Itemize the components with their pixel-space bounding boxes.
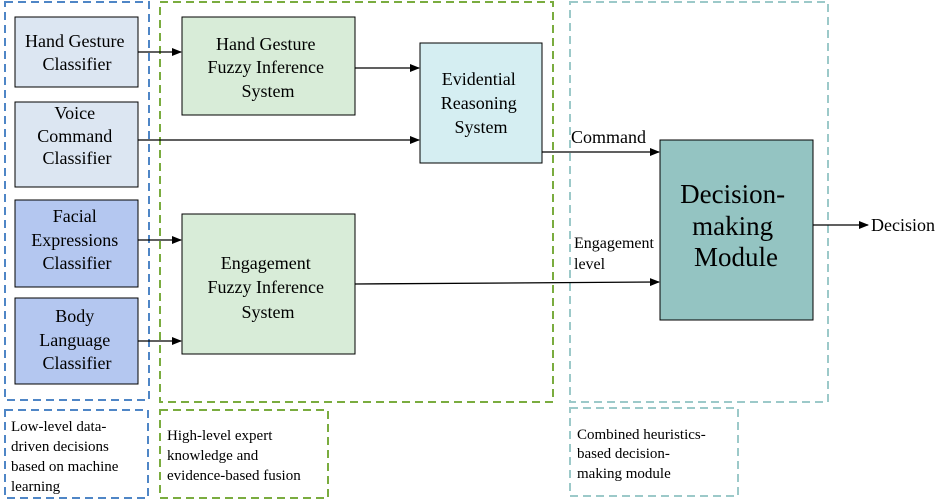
evidential-reasoning-label: Evidential Reasoning System — [441, 69, 522, 137]
engagement-level-edge-label: Engagement level — [574, 235, 658, 273]
decision-module-box — [659, 139, 814, 321]
body-language-classifier-box — [14, 297, 139, 385]
hand-gesture-classifier-box — [14, 16, 139, 88]
facial-expressions-classifier-label: Facial Expressions Classifier — [31, 206, 123, 273]
combined-legend-text: Combined heuristics- based decision- mak… — [577, 427, 709, 482]
decision-module-label: Decision- making Module — [680, 179, 792, 272]
high-level-legend-text: High-level expert knowledge and evidence… — [167, 428, 301, 484]
combined-group-frame — [569, 1, 829, 403]
hand-gesture-classifier-label: Hand Gesture Classifier — [25, 31, 129, 74]
decision-output-label: Decision — [871, 215, 935, 235]
evidential-reasoning-box — [419, 42, 543, 164]
voice-command-classifier-box — [14, 101, 139, 188]
hand-gesture-fis-box — [181, 16, 356, 116]
voice-command-classifier-label: Voice Command Classifier — [37, 103, 117, 168]
low-level-legend-frame — [4, 409, 149, 499]
low-level-group-frame — [4, 1, 150, 401]
command-edge-label: Command — [571, 127, 646, 147]
body-language-classifier-label: Body Language Classifier — [39, 306, 114, 373]
high-level-group-frame — [159, 1, 554, 403]
arrow-engagement-to-decision — [354, 278, 660, 287]
low-level-legend-text: Low-level data- driven decisions based o… — [11, 419, 122, 495]
combined-legend-frame — [569, 407, 739, 497]
hand-gesture-fis-label: Hand Gesture Fuzzy Inference System — [208, 34, 329, 101]
engagement-fis-label: Engagement Fuzzy Inference System — [208, 253, 329, 322]
facial-expressions-classifier-box — [14, 199, 139, 288]
engagement-fis-box — [181, 213, 356, 355]
high-level-legend-frame — [159, 409, 329, 499]
